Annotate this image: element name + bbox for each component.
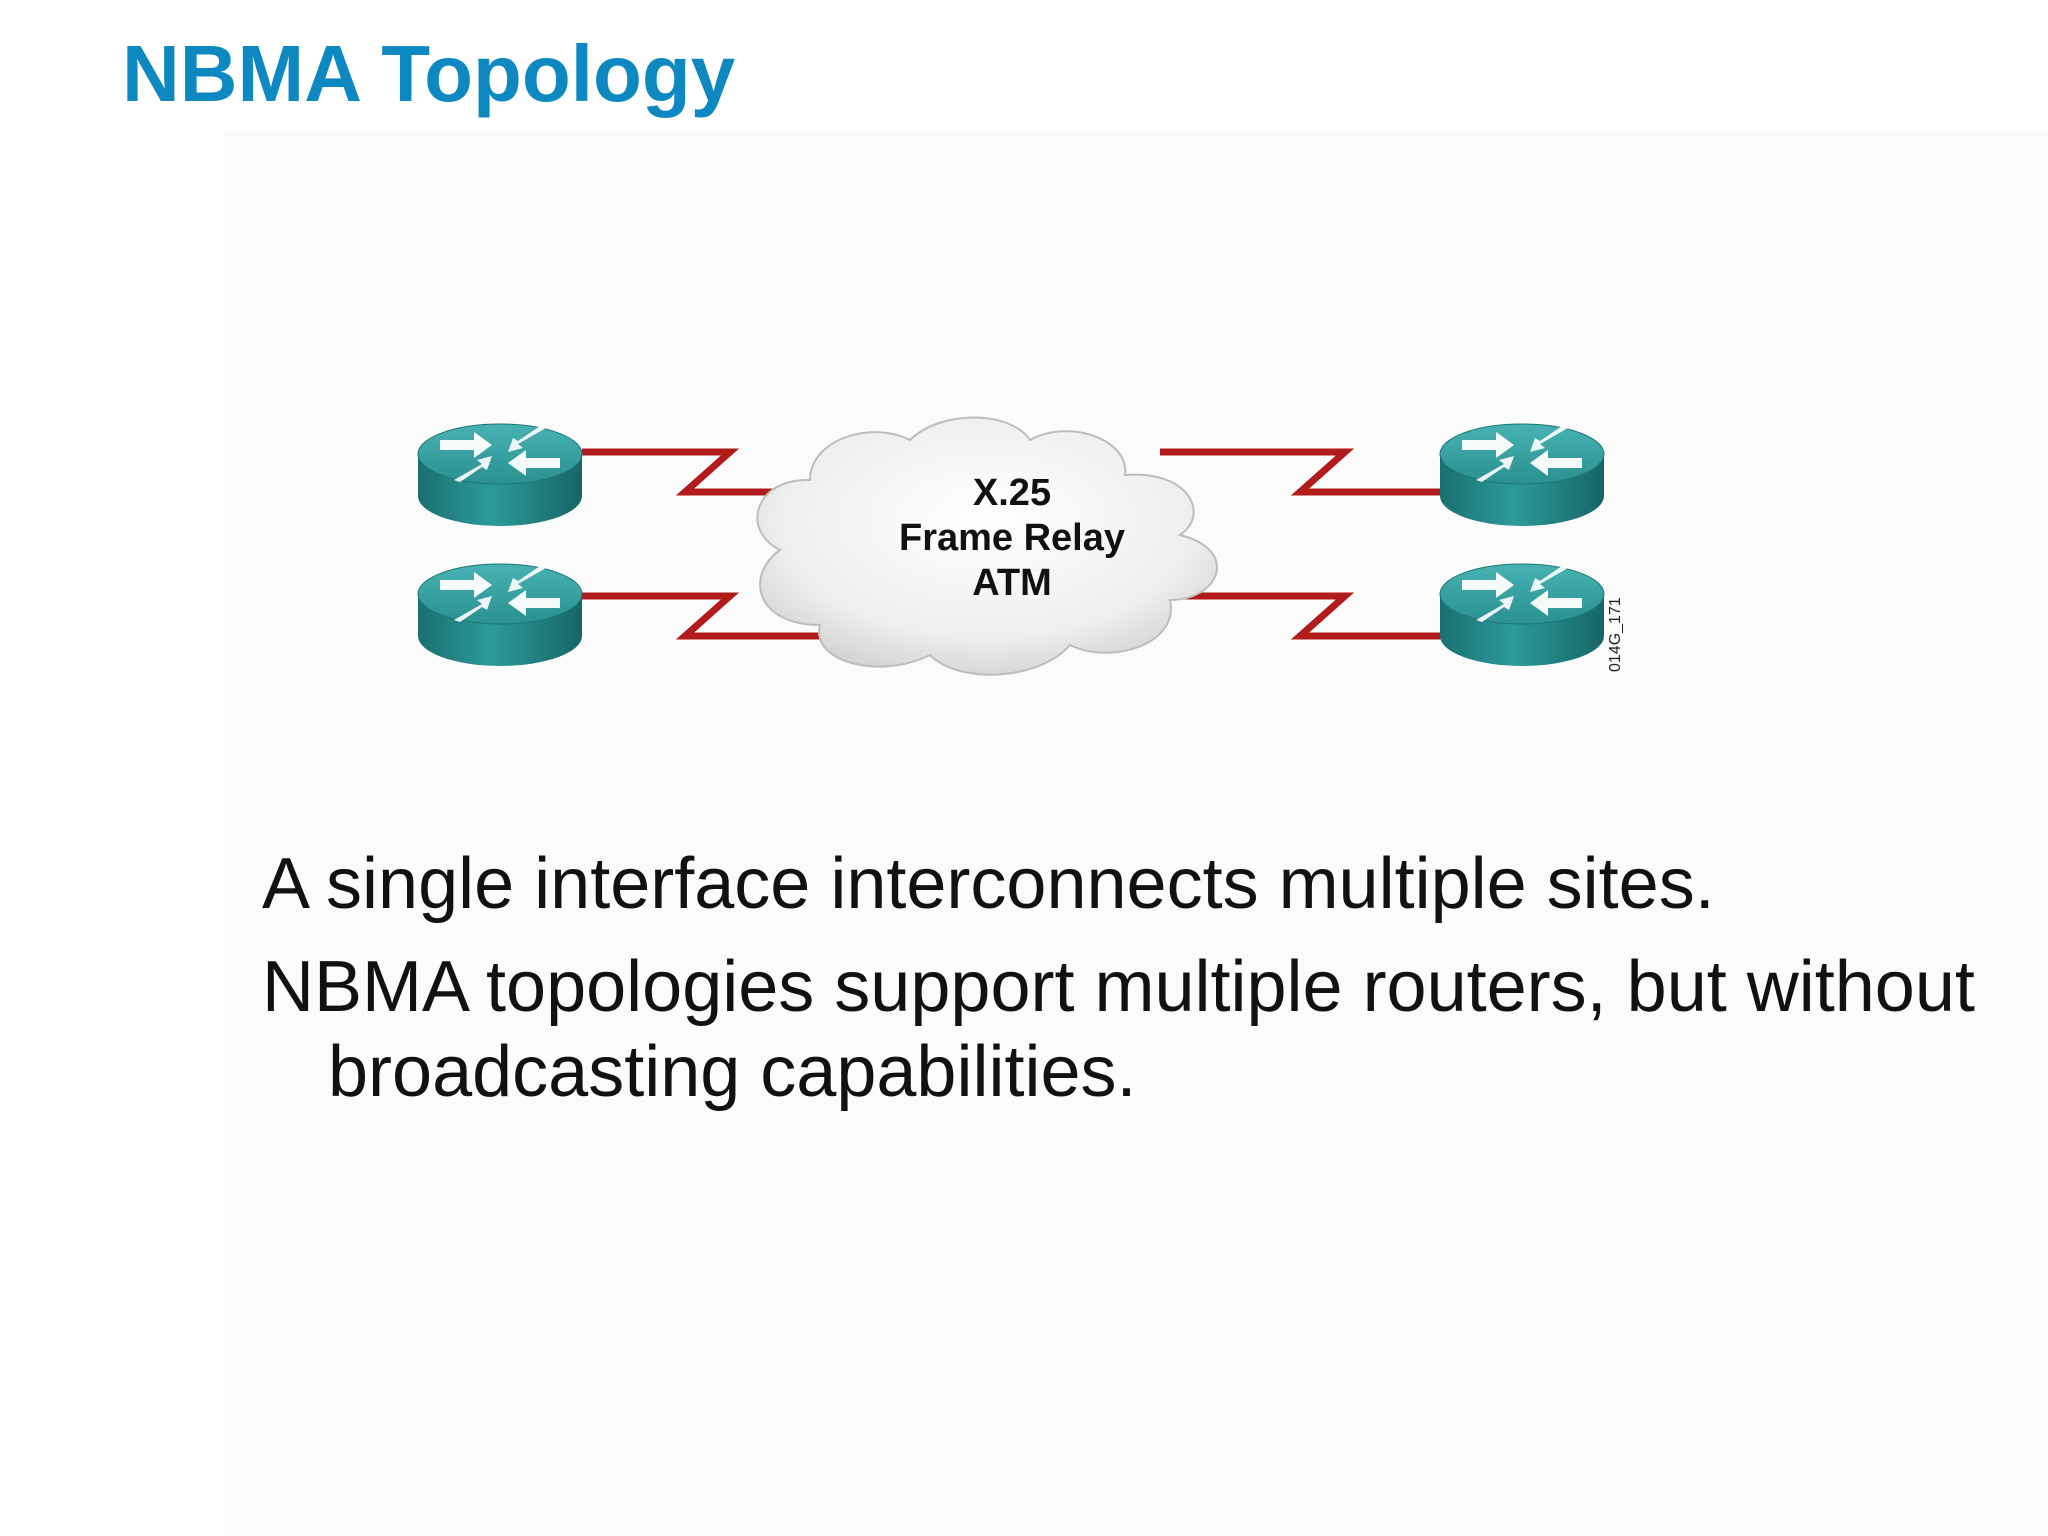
link-left-top xyxy=(582,448,840,496)
figure-id: 014G_171 xyxy=(1607,597,1624,672)
router-icon xyxy=(1439,563,1605,667)
bullet-item: A single interface interconnects multipl… xyxy=(262,844,1715,924)
bullet-list: A single interface interconnects multipl… xyxy=(262,842,2002,1133)
link-right-bottom xyxy=(1180,592,1448,640)
nbma-diagram: X.25 Frame Relay ATM 014G_171 xyxy=(400,400,1650,720)
link-right-top xyxy=(1160,448,1448,496)
cloud-label-atm: ATM xyxy=(972,562,1052,604)
router-icon xyxy=(417,423,583,527)
diagram-svg: X.25 Frame Relay ATM 014G_171 xyxy=(417,416,1624,676)
bullet-item: NBMA topologies support multiple routers… xyxy=(262,946,1975,1112)
serial-links xyxy=(582,448,1448,640)
link-left-bottom xyxy=(582,592,850,640)
slide-title: NBMA Topology xyxy=(122,29,736,118)
network-cloud: X.25 Frame Relay ATM xyxy=(756,416,1218,676)
cloud-label-frame-relay: Frame Relay xyxy=(899,517,1125,559)
cloud-label-x25: X.25 xyxy=(973,472,1051,514)
router-icon xyxy=(417,563,583,667)
router-icon xyxy=(1439,423,1605,527)
content-panel xyxy=(225,130,2048,1536)
